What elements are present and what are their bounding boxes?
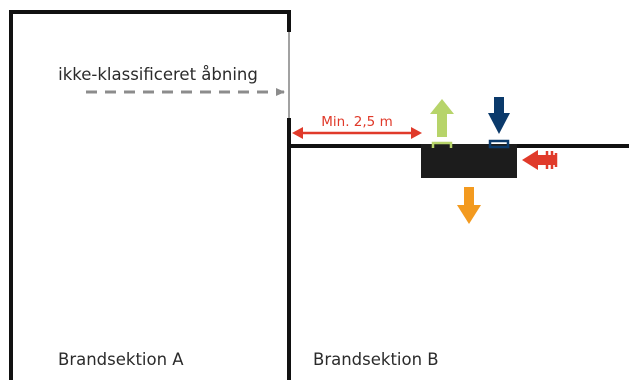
arrow-down-icon bbox=[457, 187, 481, 224]
section-b-label: Brandsektion B bbox=[313, 350, 439, 369]
distance-label: Min. 2,5 m bbox=[321, 114, 392, 130]
exhaust-grille bbox=[488, 139, 510, 149]
double-arrow-horizontal-icon bbox=[292, 127, 422, 139]
ventilation-unit bbox=[421, 144, 517, 178]
intake-grille bbox=[431, 141, 453, 148]
section-a-walls bbox=[9, 10, 291, 380]
arrow-up-icon bbox=[430, 99, 454, 137]
opening-label: ikke-klassificeret åbning bbox=[58, 65, 258, 84]
section-a-label: Brandsektion A bbox=[58, 350, 184, 369]
arrow-down-icon bbox=[488, 97, 510, 134]
arrow-left-icon bbox=[522, 150, 558, 170]
